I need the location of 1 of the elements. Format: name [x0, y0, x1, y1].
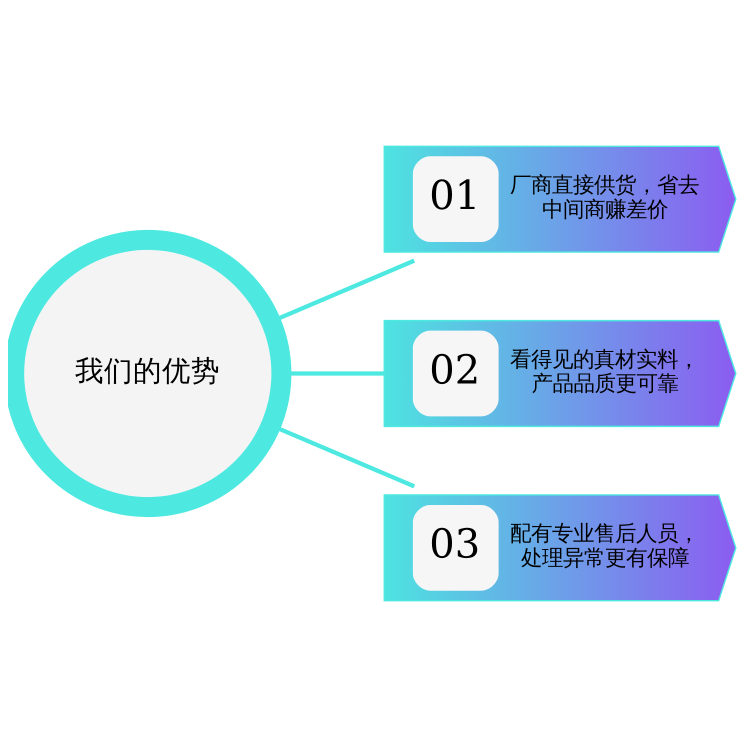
node-circle: 我们的优势 [8, 230, 292, 518]
